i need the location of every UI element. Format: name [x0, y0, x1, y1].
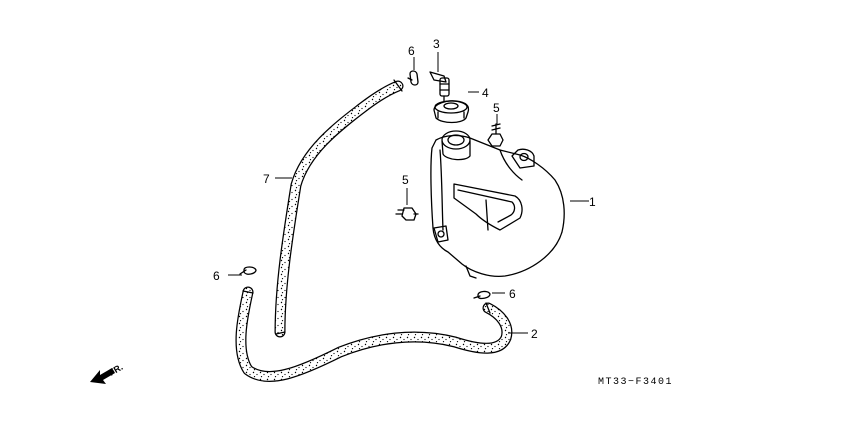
- lower-hose-2: [235, 286, 513, 382]
- callout-5-upper: 5: [493, 101, 500, 115]
- bolt-left: [395, 207, 419, 221]
- clip-left: [239, 266, 257, 275]
- callout-6-right: 6: [509, 287, 516, 301]
- callout-4: 4: [482, 86, 489, 100]
- callout-3: 3: [433, 37, 440, 51]
- clip-right: [473, 290, 491, 300]
- leader-lines: [228, 52, 589, 334]
- drawing-code: MT33−F3401: [598, 377, 673, 388]
- reservoir-cap: [433, 100, 470, 124]
- upper-hose-7: [274, 79, 404, 338]
- callout-2: 2: [531, 327, 538, 341]
- callout-6-left: 6: [213, 269, 220, 283]
- callout-7: 7: [263, 172, 270, 186]
- callout-5-left: 5: [402, 173, 409, 187]
- clip-top: [407, 70, 419, 86]
- callout-1: 1: [589, 195, 596, 209]
- front-marker-label: FR.: [107, 362, 125, 378]
- callout-6-top: 6: [408, 44, 415, 58]
- overflow-fitting: [429, 71, 450, 103]
- front-arrow-icon: [90, 368, 115, 384]
- bolt-upper: [487, 123, 504, 147]
- reservoir-tank: [430, 130, 565, 279]
